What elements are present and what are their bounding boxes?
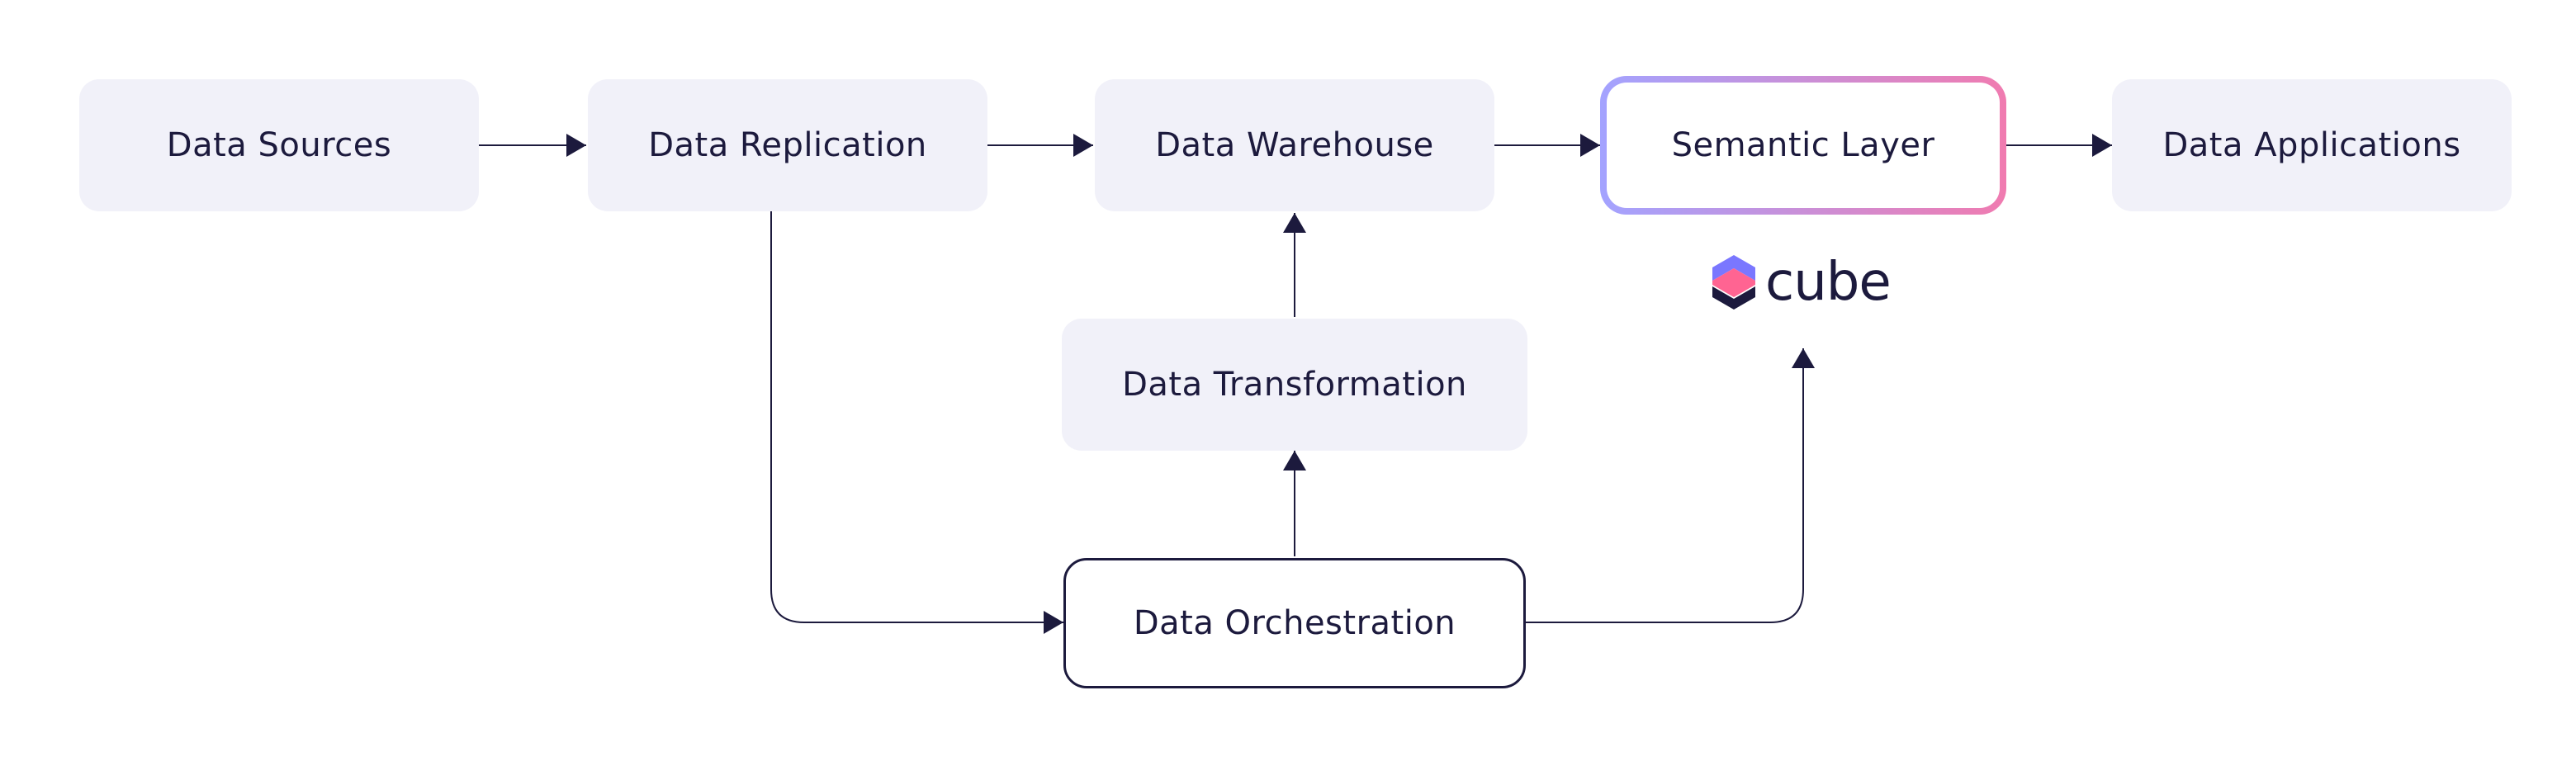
edge-orchestration-to-semantic xyxy=(1526,348,1815,623)
node-label: Data Transformation xyxy=(1122,366,1467,404)
cube-logo: cube xyxy=(1709,249,1892,315)
node-semantic-layer-inner: Semantic Layer xyxy=(1607,83,2000,208)
node-label: Data Applications xyxy=(2162,126,2461,164)
node-label: Data Warehouse xyxy=(1155,126,1434,164)
node-label: Data Sources xyxy=(166,126,392,164)
node-data-transformation: Data Transformation xyxy=(1062,319,1527,451)
node-data-warehouse: Data Warehouse xyxy=(1095,79,1494,211)
node-label: Data Orchestration xyxy=(1133,604,1456,642)
node-data-applications: Data Applications xyxy=(2112,79,2512,211)
node-data-orchestration: Data Orchestration xyxy=(1063,558,1526,688)
node-semantic-layer: Semantic Layer xyxy=(1600,76,2006,215)
node-data-sources: Data Sources xyxy=(79,79,479,211)
node-label: Semantic Layer xyxy=(1671,126,1935,164)
node-label: Data Replication xyxy=(648,126,927,164)
node-data-replication: Data Replication xyxy=(588,79,987,211)
edge-replication-to-orchestration xyxy=(770,211,1063,634)
cube-logo-text: cube xyxy=(1765,252,1892,313)
cube-logo-icon xyxy=(1712,255,1755,310)
